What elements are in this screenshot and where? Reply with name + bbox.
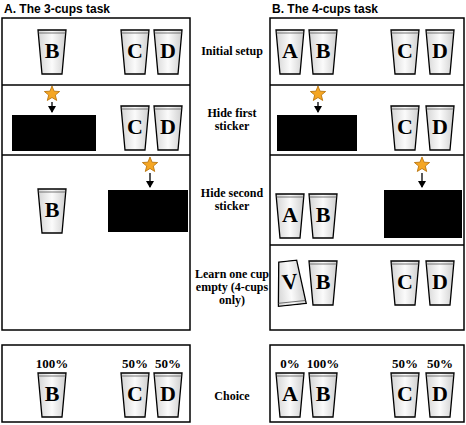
cup-letter: B [308,38,338,64]
probability-label: 100% [36,356,69,371]
cup-letter: D [425,381,455,407]
occluder [384,190,462,238]
cup: 100%B [308,372,338,418]
cup-letter: B [308,269,338,295]
probability-label: 50% [155,356,181,371]
cup: 100%B [37,372,67,418]
row-label: Choice [195,390,269,403]
cup-letter: D [153,38,183,64]
cup: C [120,105,150,151]
probability-label: 100% [307,356,340,371]
cup: 50%C [390,372,420,418]
sticker-star [44,86,59,100]
cup-letter: A [275,38,305,64]
panel-title: A. The 3-cups task [4,2,110,16]
cup: D [425,29,455,75]
occluder [12,115,96,151]
cup-letter: D [425,269,455,295]
cup-letter: D [425,38,455,64]
cup: D [425,260,455,306]
cup: A [275,29,305,75]
cup-letter: D [153,381,183,407]
cup: 50%D [153,372,183,418]
cup: D [153,105,183,151]
sticker-star [142,157,157,171]
cup-letter: B [308,381,338,407]
sticker-star [310,86,325,100]
cup-letter: B [37,38,67,64]
cup-letter: C [120,38,150,64]
cup-letter: B [37,197,67,223]
cup: B [308,193,338,239]
cup-letter: D [153,114,183,140]
occluder [108,190,188,232]
probability-label: 50% [427,356,453,371]
panel-frame [270,18,464,330]
cup-letter: C [120,114,150,140]
cup: V [273,259,308,308]
row-label: Learn one cup empty (4-cups only) [195,268,269,307]
cup: C [390,105,420,151]
cup-letter: C [120,381,150,407]
cup-letter: D [425,114,455,140]
choice-frame [270,345,464,422]
probability-label: 50% [392,356,418,371]
cup-letter: C [390,38,420,64]
cup-letter: C [390,269,420,295]
cup-letter: V [274,268,307,297]
cup-letter: A [275,202,305,228]
row-label: Initial setup [195,45,269,58]
probability-label: 0% [280,356,300,371]
cup: 0%A [275,372,305,418]
choice-frame [2,345,190,422]
cup: D [153,29,183,75]
cup: C [390,29,420,75]
occluder [277,115,357,151]
cup: A [275,193,305,239]
cup-letter: C [390,114,420,140]
cup: B [37,188,67,234]
sticker-star [414,157,429,171]
panel-title: B. The 4-cups task [272,2,378,16]
cup: B [37,29,67,75]
cup: B [308,29,338,75]
cup: 50%D [425,372,455,418]
cup-letter: A [275,381,305,407]
probability-label: 50% [122,356,148,371]
cup: D [425,105,455,151]
panel-frame [2,18,190,330]
row-label: Hide second sticker [195,187,269,213]
cup-letter: B [308,202,338,228]
row-label: Hide first sticker [195,107,269,133]
cup-letter: B [37,381,67,407]
cup: 50%C [120,372,150,418]
cup: C [120,29,150,75]
cup-letter: C [390,381,420,407]
cup: B [308,260,338,306]
cup: C [390,260,420,306]
